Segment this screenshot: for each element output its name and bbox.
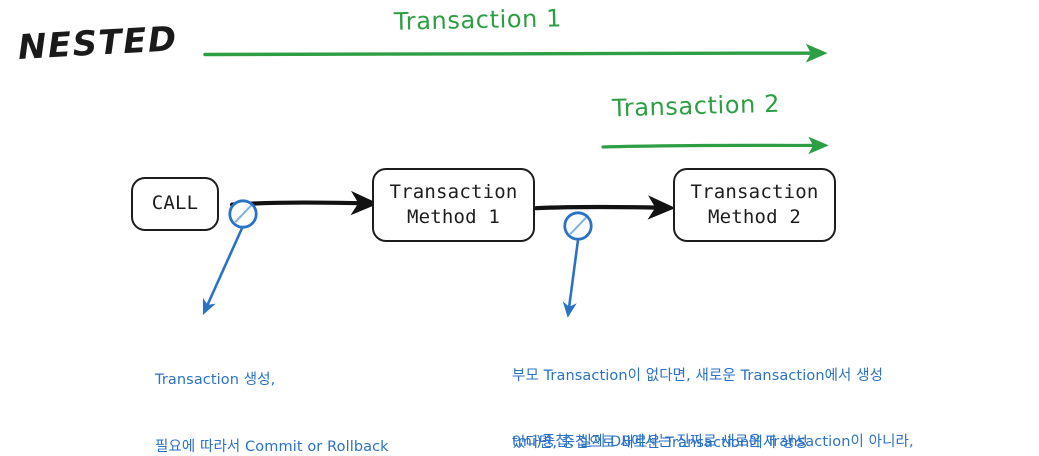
annotation-tmi: tmi)중첩: 실제 DB에서는 진짜로 새로운 Transaction이 아니… — [512, 386, 914, 456]
transaction-1-label: Transaction 1 — [393, 4, 563, 36]
leader-line-left — [202, 224, 245, 316]
node-transaction-method-1[interactable]: Transaction Method 1 — [372, 168, 535, 242]
flow-arrow-method1-to-method2 — [533, 195, 676, 220]
annotation-left-line-2: 필요에 따라서 Commit or Rollback — [155, 439, 389, 456]
transaction-2-label: Transaction 2 — [611, 89, 781, 123]
annotation-tmi-line-1: tmi)중첩: 실제 DB에서는 진짜로 새로운 Transaction이 아니… — [512, 433, 914, 450]
transaction-2-arrow — [601, 136, 829, 155]
node-transaction-method-2[interactable]: Transaction Method 2 — [673, 168, 836, 242]
annotation-left: Transaction 생성, 필요에 따라서 Commit or Rollba… — [155, 324, 389, 456]
leader-line-right — [562, 238, 580, 318]
annotation-left-line-1: Transaction 생성, — [155, 371, 276, 388]
no-transaction-marker-2[interactable] — [563, 211, 593, 241]
transaction-1-arrow — [203, 43, 828, 63]
annotation-right: 부모 Transaction이 없다면, 새로운 Transaction에서 생… — [512, 320, 883, 456]
annotation-right-line-1: 부모 Transaction이 없다면, 새로운 Transaction에서 생… — [512, 367, 884, 384]
node-call[interactable]: CALL — [131, 177, 219, 231]
no-transaction-marker-1[interactable] — [228, 199, 258, 229]
annotation-right-line-2: 있다면, 중첩으로 새로운 Transaction에서 생성 — [512, 435, 808, 452]
